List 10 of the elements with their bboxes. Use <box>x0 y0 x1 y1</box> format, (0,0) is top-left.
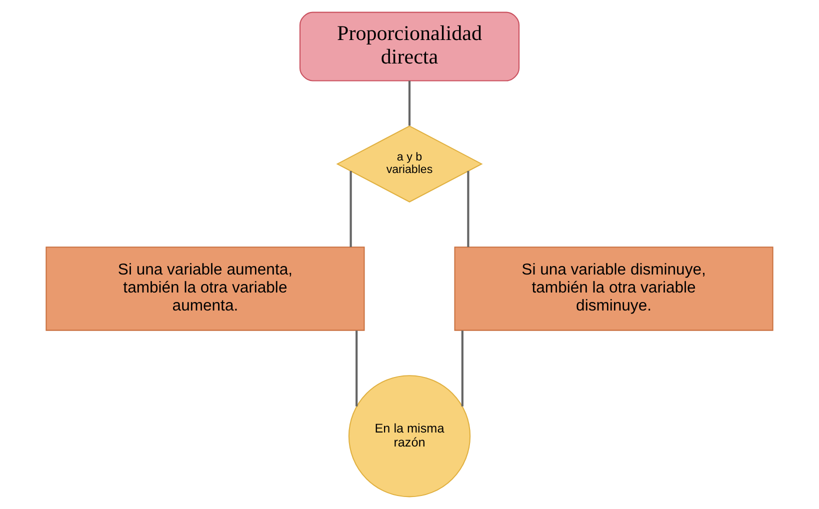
connector <box>467 171 470 248</box>
connector <box>408 80 411 126</box>
node-diamond: a y b variables <box>336 125 483 202</box>
node-box: Si una variable disminuye, también la otra variable disminuye. <box>454 246 774 331</box>
connector <box>350 171 352 248</box>
node-box: Si una variable aumenta, también la otra variable aumenta. <box>46 246 365 331</box>
node-circle: En la misma razón <box>348 375 471 498</box>
connector <box>356 330 358 406</box>
connector <box>461 330 464 406</box>
node-box: Proporcionalidad directa <box>299 12 520 82</box>
